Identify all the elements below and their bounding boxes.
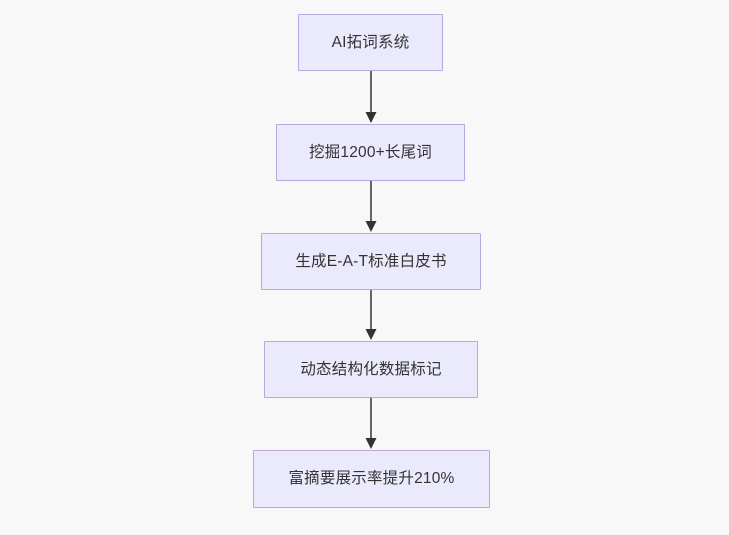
flow-connector-2-to-3	[359, 181, 383, 233]
flow-connector-1-to-2	[359, 71, 383, 124]
flow-node-label: 挖掘1200+长尾词	[308, 143, 433, 161]
flow-connector-4-to-5	[359, 398, 383, 450]
flow-node-mine-longtail-keywords[interactable]: 挖掘1200+长尾词	[276, 124, 465, 181]
flow-node-label: AI拓词系统	[331, 33, 410, 51]
flow-node-dynamic-structured-data-markup[interactable]: 动态结构化数据标记	[264, 341, 478, 398]
flow-node-ai-keyword-system[interactable]: AI拓词系统	[298, 14, 443, 71]
flow-connector-3-to-4	[359, 290, 383, 341]
flow-node-label: 动态结构化数据标记	[300, 360, 442, 378]
flow-node-rich-snippet-impression-lift[interactable]: 富摘要展示率提升210%	[253, 450, 490, 508]
flow-node-label: 富摘要展示率提升210%	[288, 470, 455, 488]
flow-node-label: 生成E-A-T标准白皮书	[295, 252, 447, 270]
flow-node-generate-eat-whitepaper[interactable]: 生成E-A-T标准白皮书	[261, 233, 481, 290]
